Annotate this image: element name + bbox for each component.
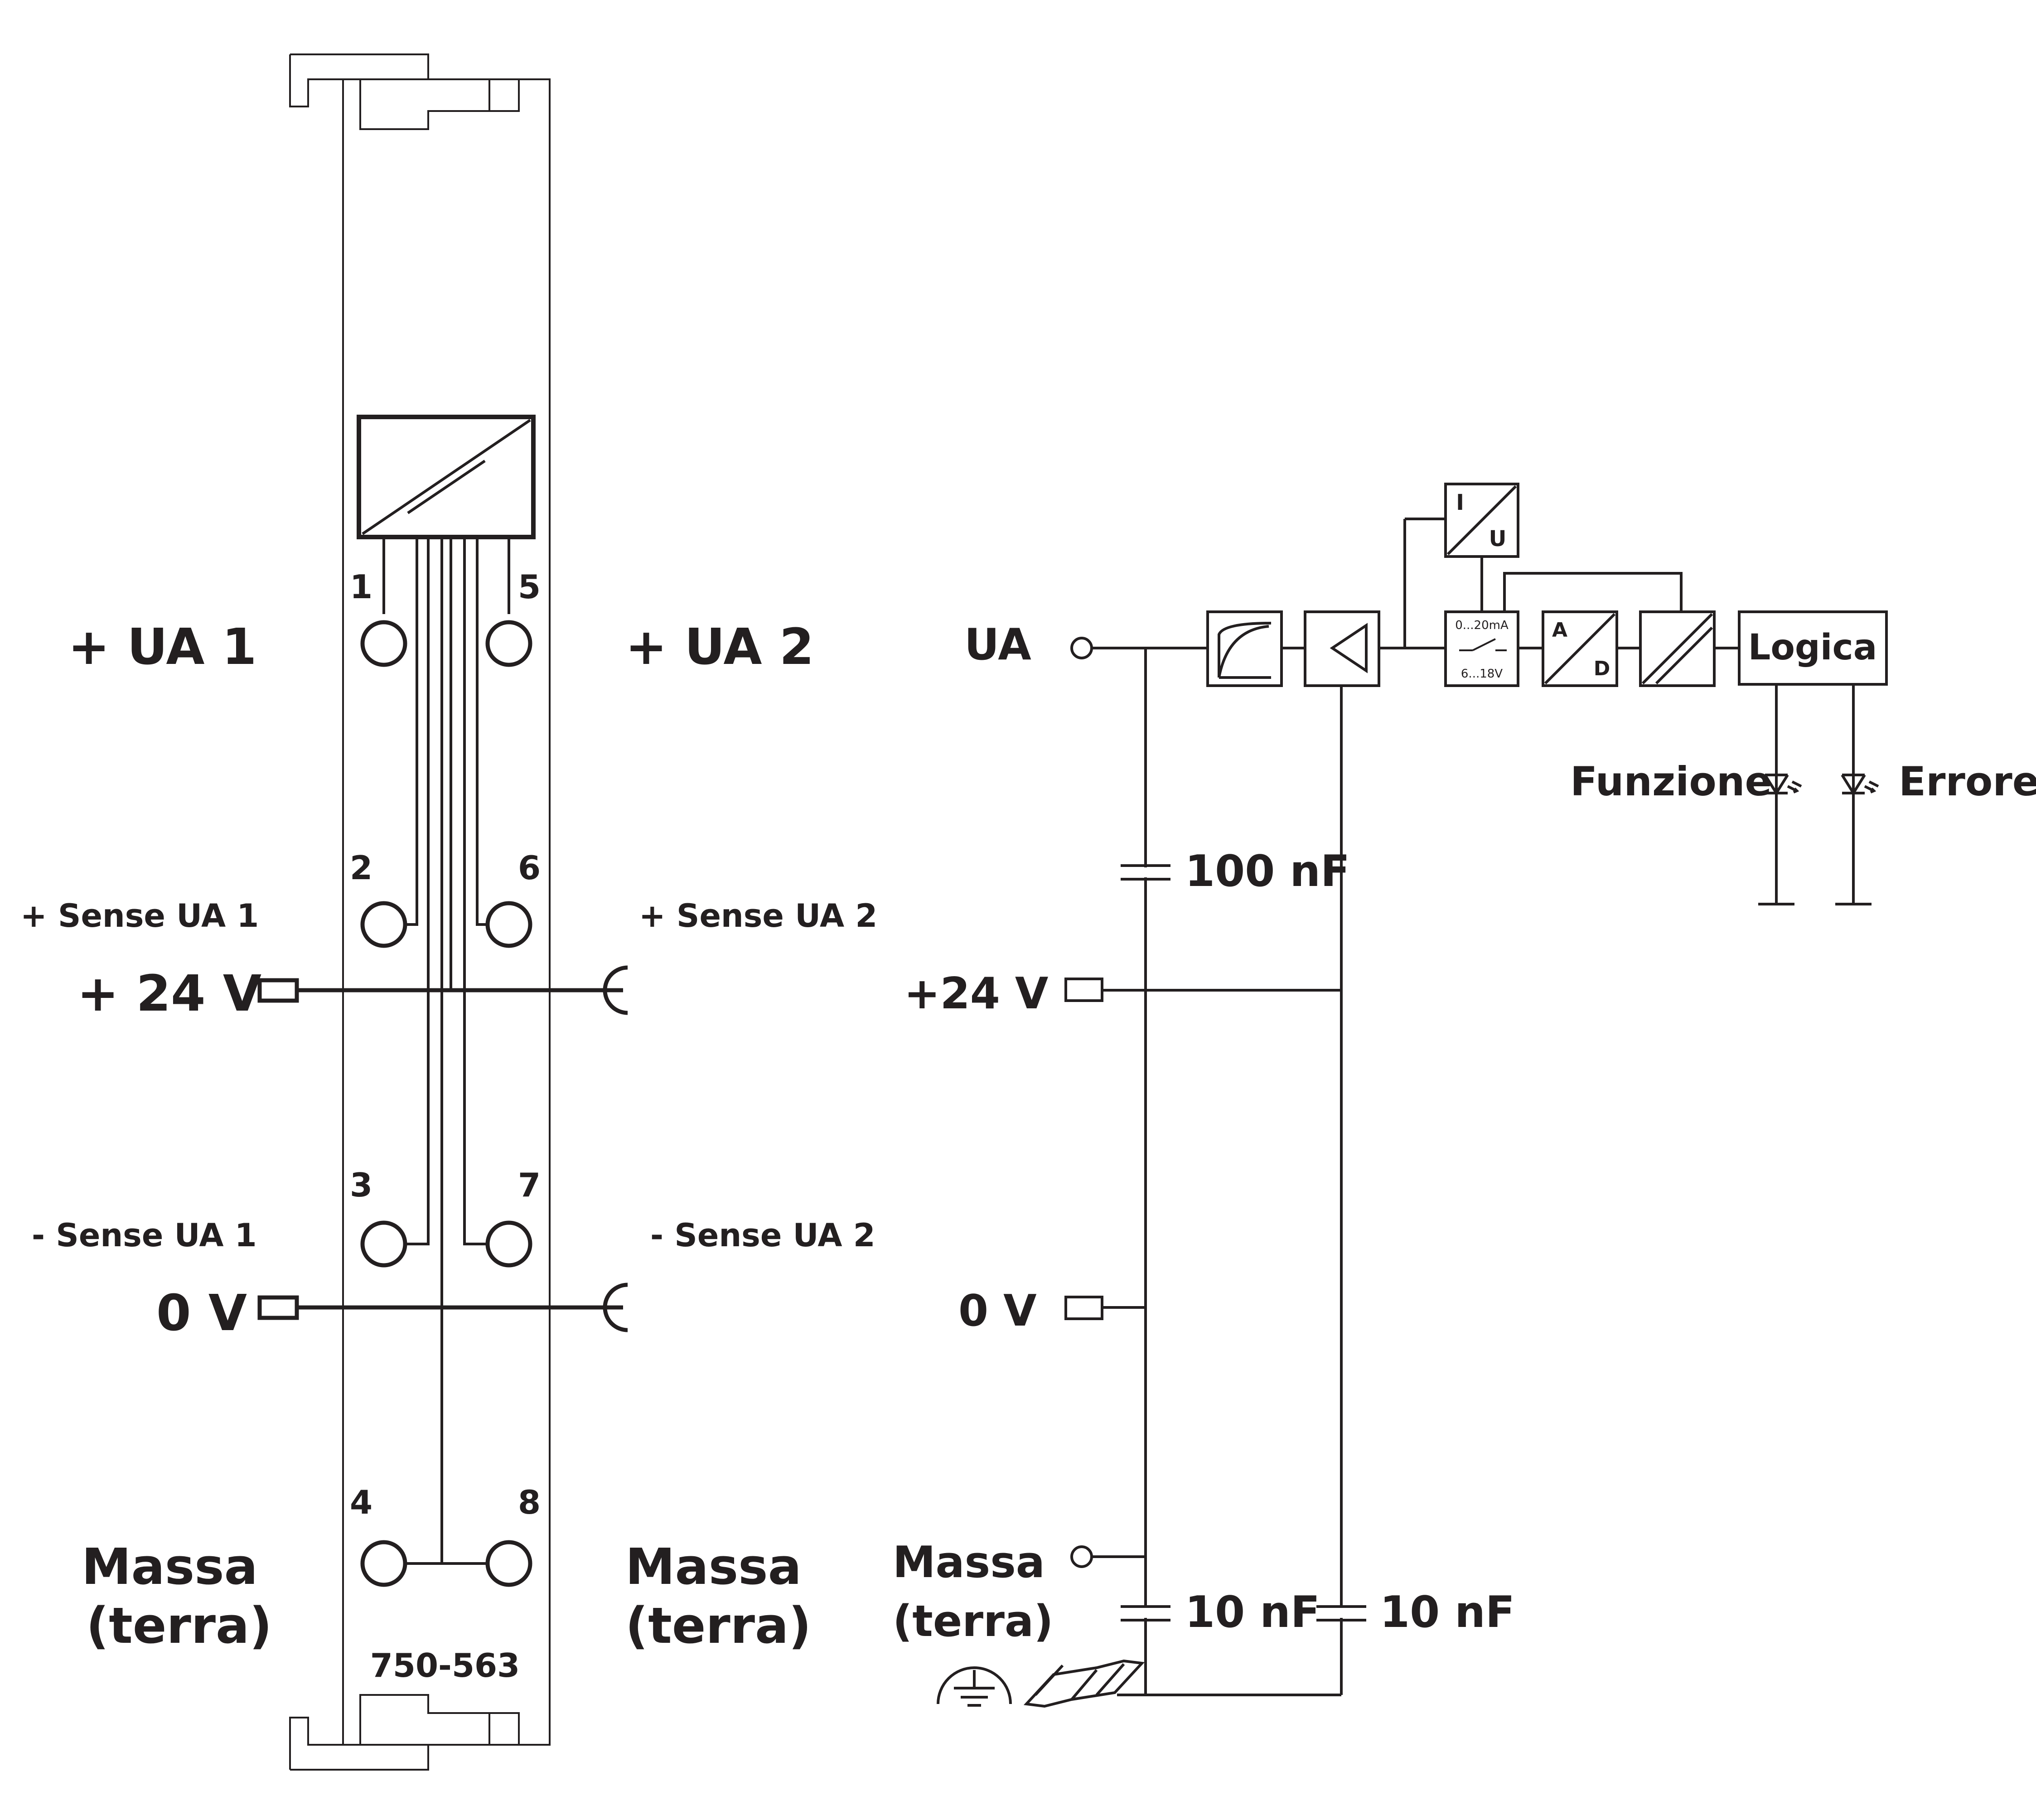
led-error-icon — [1841, 774, 1879, 796]
plus24-input — [1064, 978, 1103, 1002]
ad-label-a: A — [1552, 619, 1567, 642]
zero-v-input — [1064, 1296, 1103, 1320]
label-ua: UA — [964, 620, 1031, 670]
label-ua2: + UA 2 — [625, 618, 814, 676]
terminal-6[interactable] — [485, 901, 532, 948]
bottom-latch — [289, 1694, 520, 1771]
label-10nf-a: 10 nF — [1185, 1588, 1320, 1637]
ua-input-circle — [1070, 637, 1093, 659]
contact-24v-right — [603, 965, 628, 1015]
iu-label-u: U — [1489, 526, 1507, 552]
label-terra-right: (terra) — [625, 1597, 811, 1655]
label-massa-schematic: Massa — [893, 1538, 1045, 1588]
filter-curve-icon — [1218, 622, 1272, 679]
terminals — [360, 620, 532, 1587]
label-plus24-right: +24 V — [904, 969, 1049, 1019]
terminal-3[interactable] — [360, 1220, 407, 1268]
terminal-4[interactable] — [360, 1540, 407, 1587]
label-plus24-left: + 24 V — [77, 964, 261, 1022]
label-funzione: Funzione — [1570, 758, 1772, 805]
amplifier-triangle-icon — [1330, 623, 1368, 673]
logic-label: Logica — [1748, 627, 1877, 668]
din-rail-icon — [1023, 1659, 1146, 1708]
terminal-1[interactable] — [360, 620, 407, 667]
ad-label-d: D — [1594, 657, 1610, 680]
earth-ground-icon — [937, 1666, 1012, 1707]
terminal-numbers: 1 5 2 6 3 7 4 8 — [350, 568, 541, 1521]
amplifier-block — [1304, 610, 1380, 687]
label-sense-pos-1: + Sense UA 1 — [20, 897, 259, 934]
contact-0v-right — [603, 1283, 628, 1332]
contact-24v-left — [257, 978, 299, 1003]
massa-input-circle — [1070, 1545, 1093, 1568]
module-body — [342, 78, 551, 1746]
top-latch — [289, 53, 520, 130]
converter-diagonal — [362, 419, 531, 535]
label-0v-left: 0 V — [156, 1284, 247, 1342]
switch-label-top: 0...20mA — [1455, 619, 1509, 632]
terminal-8[interactable] — [485, 1540, 532, 1587]
label-100nf: 100 nF — [1185, 847, 1350, 896]
terminal-number-2: 2 — [350, 849, 372, 887]
led-function-icon — [1764, 774, 1802, 796]
iu-label-i: I — [1456, 490, 1464, 515]
switch-label-bottom: 6...18V — [1461, 667, 1503, 681]
terminal-number-3: 3 — [350, 1166, 372, 1204]
label-terra-schematic: (terra) — [893, 1597, 1054, 1646]
label-0v-right: 0 V — [958, 1286, 1037, 1336]
label-ua1: + UA 1 — [68, 618, 256, 676]
label-sense-neg-2: - Sense UA 2 — [650, 1217, 875, 1254]
module-housing: 1 5 2 6 3 7 4 8 750-563 — [257, 53, 628, 1771]
converter-diagonal-inner — [407, 460, 486, 514]
part-number: 750-563 — [370, 1646, 520, 1684]
terminal-number-4: 4 — [350, 1483, 372, 1521]
label-sense-pos-2: + Sense UA 2 — [639, 897, 877, 934]
block-schematic: I U 0...20mA 6...18V A D Logica — [893, 483, 2036, 1708]
terminal-7[interactable] — [485, 1220, 532, 1268]
terminal-number-6: 6 — [518, 849, 541, 887]
terminal-number-7: 7 — [518, 1166, 541, 1204]
terminal-2[interactable] — [360, 901, 407, 948]
switch-contact-icon — [1459, 638, 1507, 651]
terminal-number-5: 5 — [518, 568, 541, 606]
module-labels: + UA 1 + UA 2 + Sense UA 1 + Sense UA 2 … — [20, 618, 877, 1655]
terminal-5[interactable] — [485, 620, 532, 667]
label-errore: Errore — [1899, 758, 2036, 805]
terminal-number-8: 8 — [518, 1483, 541, 1521]
range-switch-block — [1444, 610, 1519, 687]
label-massa-right: Massa — [625, 1538, 802, 1596]
contact-0v-left — [257, 1295, 299, 1320]
logic-block — [1738, 610, 1888, 686]
label-sense-neg-1: - Sense UA 1 — [32, 1217, 257, 1254]
internal-wires — [382, 537, 510, 1563]
label-terra-left: (terra) — [86, 1597, 272, 1655]
terminal-number-1: 1 — [350, 568, 372, 606]
label-massa-left: Massa — [82, 1538, 258, 1596]
label-10nf-b: 10 nF — [1380, 1588, 1515, 1637]
